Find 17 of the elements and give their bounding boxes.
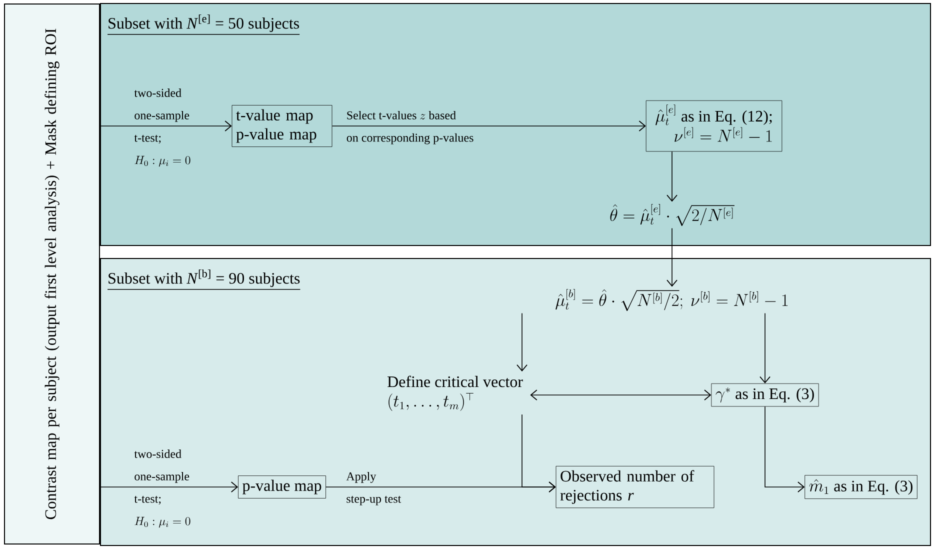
process-box: Observed number of rejections r [556,466,714,508]
process-box: $\begin{array}{r}\hat{\mu}_t^{[e]}\text{ as in Eq. (12);}\\ \nu^{[e]}=N^{[e]}-1\end{array}$ [646,100,782,152]
arrow [666,151,678,202]
arrow [764,406,805,492]
arrow [522,414,556,492]
process-box: p-value map [238,476,326,498]
arrow [516,312,528,372]
arrow [666,228,678,287]
process-box: $\hat{m}_1\text{ as in Eq. (3)}$ [804,475,918,499]
process-box: t-value map p-value map [232,105,332,147]
side-band: Contrast map per subject (output first level analysis) + Mask defining ROI [4,4,100,544]
arrow [760,312,770,384]
formula-text: $\hat{\mu}_t^{[b]}=\hat{\theta}\cdot\sqrt{N^{[b]}/2};\ \nu^{[b]}=N^{[b]}-1$ [556,289,788,312]
formula-text: $\begin{array}{l}\text{Define critical vector}\\ (t_1,\ldots,t_m)^{\top}\end{array}$ [388,376,523,411]
process-box: $\gamma^{*}\text{ as in Eq. (3)}$ [711,383,819,407]
arrow [530,390,712,400]
formula-text: $\hat{\theta}=\hat{\mu}_t^{[e]}\cdot\sqrt{2/N^{[e]}}$ [610,204,734,226]
